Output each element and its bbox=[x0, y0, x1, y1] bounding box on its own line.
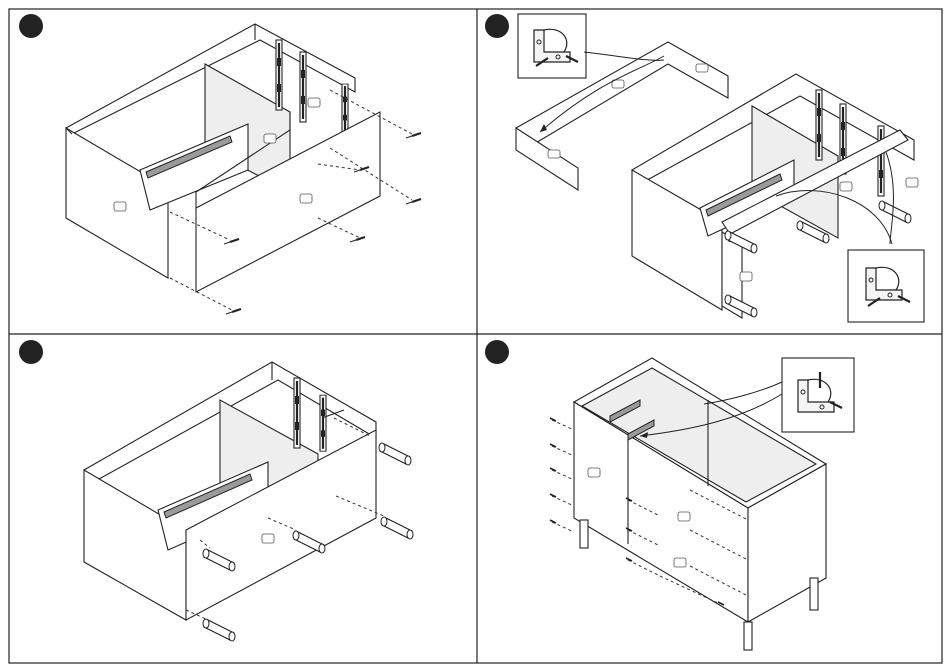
drawer-runner-icon bbox=[342, 84, 348, 133]
screw-icon bbox=[406, 133, 421, 138]
drawer-runner-icon bbox=[816, 90, 822, 160]
step-badge-1 bbox=[19, 14, 43, 38]
step-3-illustration bbox=[84, 362, 413, 641]
part-label-tag bbox=[308, 98, 320, 107]
bracket-detail-box bbox=[848, 250, 924, 322]
part-label-tag bbox=[264, 134, 276, 143]
leg-icon bbox=[379, 443, 411, 465]
screw-icon bbox=[406, 199, 421, 204]
drawer-runner-icon bbox=[276, 40, 282, 110]
leg-icon bbox=[879, 201, 911, 223]
leg-icon bbox=[381, 517, 413, 539]
screw-icon bbox=[350, 237, 365, 242]
bracket-detail-box bbox=[518, 14, 586, 78]
part-label-tag bbox=[300, 194, 312, 203]
drawer-runner-icon bbox=[300, 52, 306, 122]
leg-icon bbox=[203, 619, 235, 641]
drawer-runner-icon bbox=[320, 395, 326, 451]
step-4-illustration bbox=[550, 358, 854, 650]
part-label-tag bbox=[114, 202, 126, 211]
step-1-illustration bbox=[66, 24, 421, 314]
screw-icon bbox=[226, 309, 241, 314]
drawer-runner-icon bbox=[294, 378, 300, 448]
drawer-runner-icon bbox=[878, 126, 884, 196]
bracket-detail-box bbox=[782, 358, 854, 432]
step-badge-3 bbox=[19, 340, 43, 364]
step-badge-2 bbox=[485, 14, 509, 38]
step-2-illustration bbox=[516, 14, 924, 322]
step-badge-4 bbox=[485, 340, 509, 364]
